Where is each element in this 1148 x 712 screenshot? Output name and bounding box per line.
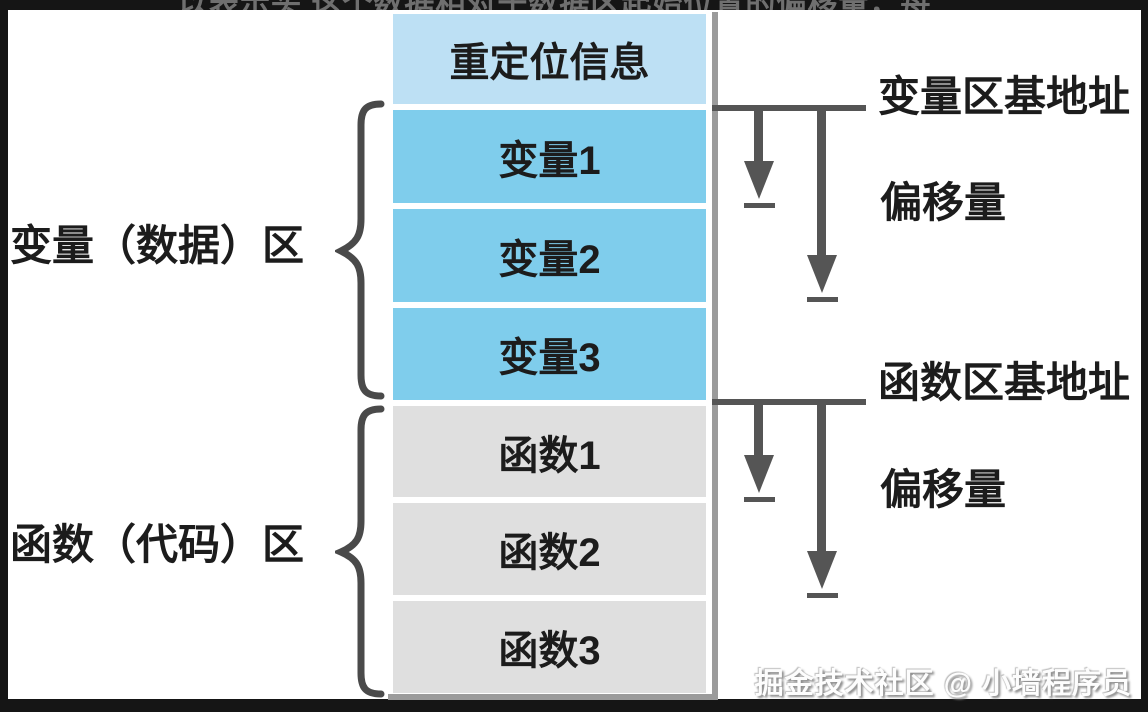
function-box-3: 函数3 bbox=[393, 601, 706, 693]
variable-box-1-label: 变量1 bbox=[498, 138, 601, 183]
diagram-canvas: 重定位信息 变量1 变量2 变量3 函数1 函数2 函数3 bbox=[8, 10, 1141, 700]
relocation-info-box: 重定位信息 bbox=[393, 14, 706, 104]
relocation-info-label: 重定位信息 bbox=[449, 41, 650, 85]
curly-brace-function-area-icon bbox=[335, 405, 385, 698]
variable-area-label: 变量（数据）区 bbox=[10, 222, 305, 269]
variable-base-line bbox=[712, 105, 866, 111]
function-box-2: 函数2 bbox=[393, 503, 706, 595]
clipped-article-text: 以表示头 这个数据相对于数据区起始位置的偏移量，每 bbox=[178, 0, 988, 10]
function-base-address-label: 函数区基地址 bbox=[878, 359, 1131, 406]
variable-box-3: 变量3 bbox=[393, 308, 706, 400]
function-offset-short-arrow-head-icon bbox=[744, 455, 774, 493]
variable-box-2-label: 变量2 bbox=[498, 237, 601, 282]
function-offset-short-arrow-shaft bbox=[754, 399, 763, 455]
function-box-2-label: 函数2 bbox=[498, 531, 601, 575]
variable-base-address-label: 变量区基地址 bbox=[878, 73, 1131, 120]
variable-box-3-label: 变量3 bbox=[498, 336, 601, 380]
function-area-label: 函数（代码）区 bbox=[10, 521, 305, 568]
variable-offset-long-arrow-tick bbox=[807, 297, 838, 302]
function-offset-long-arrow-head-icon bbox=[807, 551, 837, 589]
curly-brace-variable-area-icon bbox=[335, 100, 385, 400]
clipped-article-text-line: 以表示头 这个数据相对于数据区起始位置的偏移量，每 bbox=[178, 0, 988, 10]
variable-offset-label: 偏移量 bbox=[880, 179, 1007, 226]
function-offset-short-arrow-tick bbox=[744, 497, 775, 502]
variable-box-2: 变量2 bbox=[393, 209, 706, 302]
function-offset-label: 偏移量 bbox=[880, 466, 1007, 513]
function-offset-long-arrow-shaft bbox=[817, 399, 826, 551]
function-box-1: 函数1 bbox=[393, 406, 706, 497]
function-offset-long-arrow-tick bbox=[807, 593, 838, 598]
variable-offset-short-arrow-tick bbox=[744, 203, 775, 208]
variable-offset-long-arrow-shaft bbox=[817, 105, 826, 255]
variable-box-1: 变量1 bbox=[393, 110, 706, 203]
variable-offset-short-arrow-shaft bbox=[754, 105, 763, 161]
function-box-1-label: 函数1 bbox=[498, 433, 601, 478]
function-base-line bbox=[712, 399, 866, 405]
memory-column: 重定位信息 变量1 变量2 变量3 函数1 函数2 函数3 bbox=[388, 12, 718, 700]
watermark-text: 掘金技术社区 @ 小墙程序员 bbox=[754, 668, 1132, 700]
variable-offset-long-arrow-head-icon bbox=[807, 255, 837, 293]
variable-offset-short-arrow-head-icon bbox=[744, 161, 774, 199]
function-box-3-label: 函数3 bbox=[498, 629, 601, 673]
